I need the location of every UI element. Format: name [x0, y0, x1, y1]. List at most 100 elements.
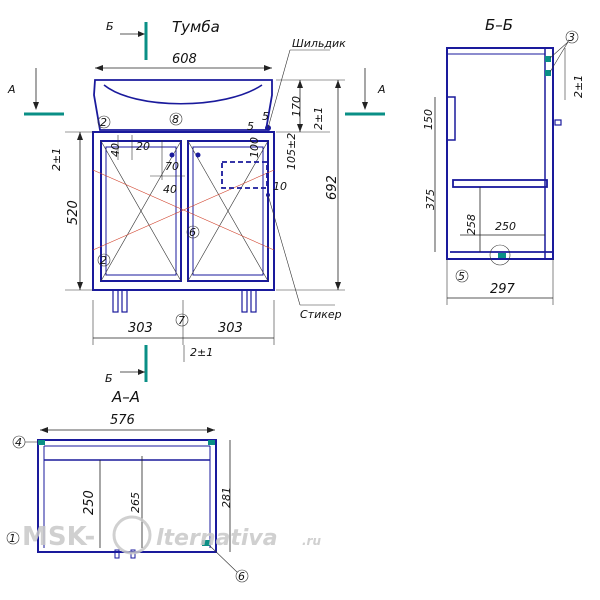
marker-3-leader-2: [549, 41, 569, 73]
marker-6b-label: 6: [238, 570, 245, 583]
dim-258: 258: [465, 214, 478, 235]
dim-arrow-692-top: [335, 80, 341, 88]
dim-40b: 40: [163, 183, 177, 196]
section-arrowhead-a-left: [33, 102, 39, 110]
marker-5-label: 5: [458, 270, 465, 283]
watermark-left: MSK-: [22, 522, 95, 552]
basin-outline: [93, 79, 273, 131]
shildik-leader: [267, 49, 291, 129]
dim-303b: 303: [218, 321, 243, 336]
side-teal-mark-3: [498, 253, 506, 258]
marker-7-label: 7: [178, 314, 185, 327]
marker-3: [565, 30, 579, 44]
dim-170: 170: [290, 96, 303, 117]
top-teal-mark-2: [208, 440, 215, 445]
dim-arrow-576-left: [40, 427, 48, 433]
dim-105: 105±2: [285, 133, 298, 170]
front-view: Тумба Б А А 608: [7, 18, 386, 385]
side-teal-mark-2: [545, 70, 551, 76]
marker-8: [169, 112, 183, 126]
dim-281: 281: [220, 487, 233, 508]
dim-576: 576: [110, 413, 135, 428]
dim-692: 692: [325, 175, 340, 200]
front-view-title: Тумба: [172, 18, 220, 36]
top-view: А–А 576 250 265 281 4 1 6: [6, 388, 249, 583]
side-view: Б–Б 150 375 258 250 297 2±1 3 5: [422, 16, 585, 305]
dim-arrow-170-bottom: [297, 124, 303, 132]
door-left-diagonal-2: [100, 140, 182, 282]
dim-608: 608: [172, 52, 197, 67]
diagonal-red-2: [92, 169, 275, 251]
door-left-inner: [105, 146, 177, 276]
top-teal-mark-3: [202, 540, 210, 546]
dim-40a: 40: [109, 143, 122, 157]
marker-6b-leader: [209, 545, 238, 573]
watermark: MSK- lternativa .ru: [22, 515, 321, 555]
dim-arrow-576-right: [207, 427, 215, 433]
dim-arrow-170-top: [297, 80, 303, 88]
marker-2a: [97, 115, 111, 129]
side-hook: [554, 119, 562, 126]
marker-6a-label: 6: [189, 226, 196, 239]
label-placeholder: [221, 161, 268, 189]
section-mark-b-top: Б: [106, 20, 114, 33]
leg-2: [121, 289, 128, 313]
handle-right: [195, 152, 201, 158]
side-body: [446, 47, 554, 260]
dim-2-side: 2±1: [572, 75, 585, 98]
handle-left: [169, 152, 175, 158]
marker-3-label: 3: [568, 31, 575, 44]
section-mark-a-left: А: [7, 83, 16, 96]
dim-10: 10: [273, 180, 287, 193]
dim-265: 265: [129, 492, 142, 513]
callout-stiker: Стикер: [300, 308, 342, 321]
marker-6a: [186, 225, 200, 239]
marker-1-label: 1: [9, 532, 16, 545]
dim-arrow-692-bottom: [335, 282, 341, 290]
marker-2b: [97, 253, 111, 267]
door-right-inner: [192, 146, 264, 276]
dim-70: 70: [165, 160, 179, 173]
side-shelf: [452, 179, 548, 188]
dim-5a: 5: [247, 120, 254, 133]
marker-1: [6, 531, 20, 545]
callout-shildik: Шильдик: [292, 37, 346, 50]
dim-297: 297: [490, 282, 516, 297]
section-arrowhead-a-right: [362, 102, 368, 110]
marker-6b: [235, 569, 249, 583]
side-view-title: Б–Б: [485, 16, 513, 34]
section-mark-b-bottom: Б: [105, 372, 113, 385]
side-teal-mark-1: [545, 56, 551, 62]
marker-5: [455, 269, 469, 283]
dim-250-top: 250: [82, 490, 97, 515]
dim-arrow-608-left: [95, 65, 103, 71]
leg-3: [241, 289, 248, 313]
dim-arrow-608-right: [264, 65, 272, 71]
dim-arrow-520-bottom: [77, 282, 83, 290]
door-right-diagonal-2: [187, 140, 269, 282]
marker-2b-label: 2: [100, 254, 107, 267]
watermark-right: lternativa: [156, 526, 278, 551]
side-door-handle: [446, 96, 456, 141]
section-mark-a-right: А: [377, 83, 386, 96]
marker-4-label: 4: [15, 436, 22, 449]
dim-2-right: 2±1: [312, 107, 325, 130]
watermark-suffix: .ru: [302, 534, 321, 548]
top-view-title: А–А: [111, 388, 140, 406]
dim-250-side: 250: [495, 220, 516, 233]
watermark-logo: [112, 515, 152, 555]
marker-8-label: 8: [172, 113, 179, 126]
cabinet-body: [92, 131, 275, 291]
dim-303a: 303: [128, 321, 153, 336]
dim-520: 520: [66, 200, 81, 225]
top-teal-mark-1: [38, 440, 45, 445]
dim-5b: 5: [262, 110, 269, 123]
marker-3-leader-1: [549, 41, 569, 59]
dim-2-left: 2±1: [50, 148, 63, 171]
leg-4: [250, 289, 257, 313]
section-arrowhead-b-bottom: [138, 369, 145, 375]
dim-2-bottom: 2±1: [190, 346, 213, 359]
dim-arrow-520-top: [77, 132, 83, 140]
marker-5-highlight: [489, 244, 511, 266]
